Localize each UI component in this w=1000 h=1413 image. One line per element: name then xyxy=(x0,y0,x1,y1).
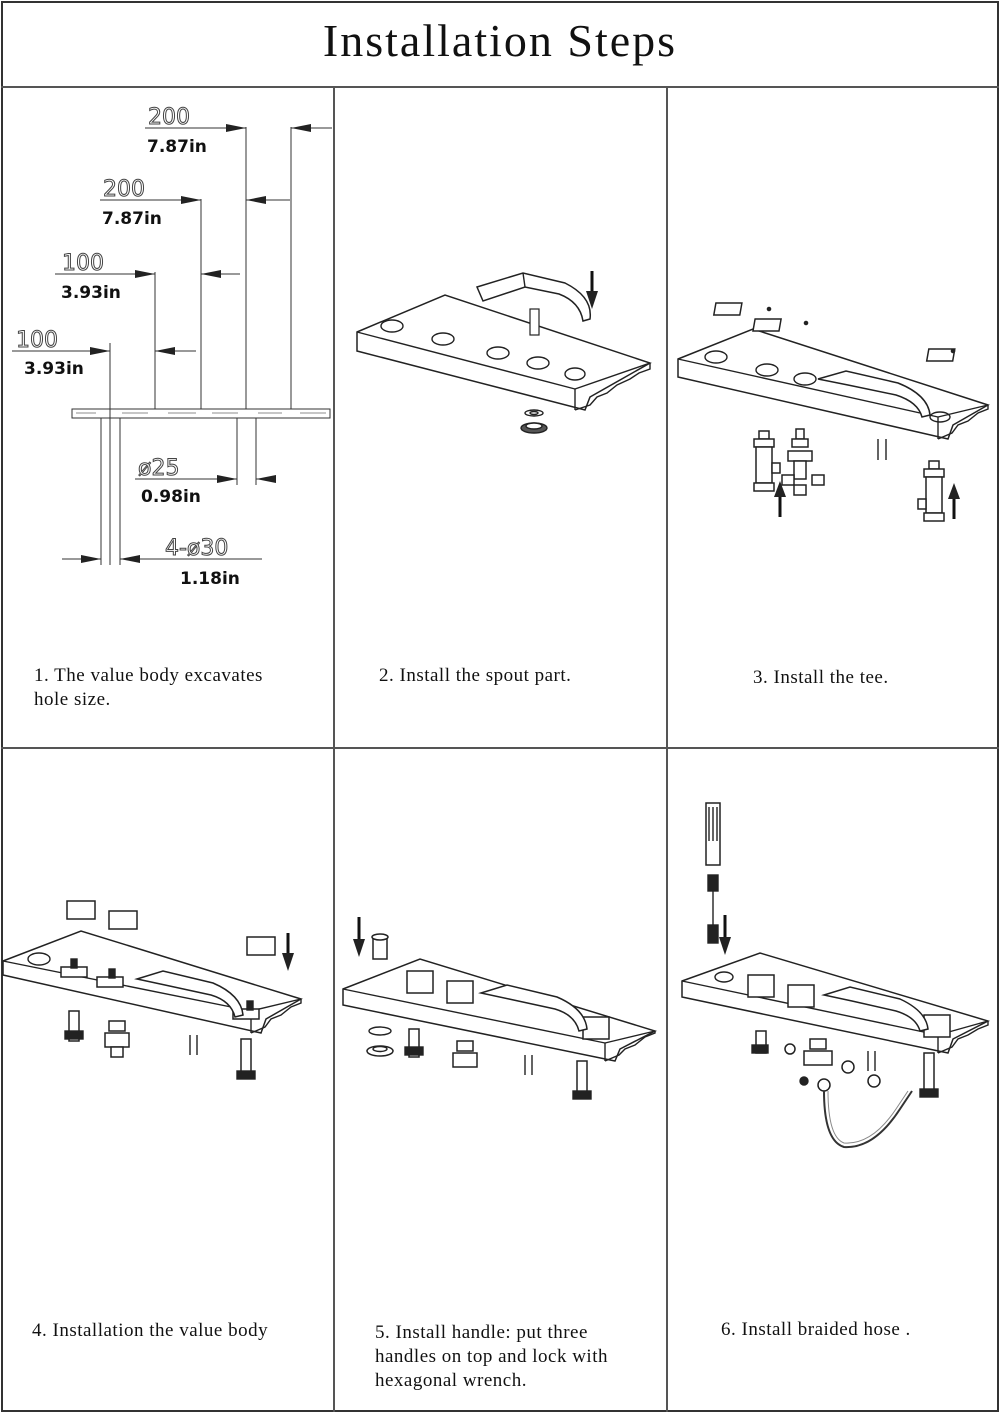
handle-install-drawing xyxy=(342,917,657,1100)
dim-2-in: 7.87in xyxy=(102,209,162,229)
row-divider xyxy=(1,747,999,749)
column-divider-1 xyxy=(333,87,335,1412)
spout-install-drawing xyxy=(356,271,652,434)
step-5-caption: 5. Install handle: put three handles on … xyxy=(375,1322,608,1391)
step-4-caption: 4. Installation the value body xyxy=(32,1320,269,1341)
dim-6-mm: 4-ø30 xyxy=(165,536,228,561)
step-1-caption: 1. The value body excavates hole size. xyxy=(34,665,263,710)
dim-2-mm: 200 xyxy=(103,177,145,202)
dim-3-mm: 100 xyxy=(62,251,104,276)
step-6-caption: 6. Install braided hose . xyxy=(721,1319,911,1340)
tee-install-drawing xyxy=(677,302,990,522)
dim-5-mm: ø25 xyxy=(138,456,179,481)
dim-4-in: 3.93in xyxy=(24,359,84,379)
page-title: Installation Steps xyxy=(322,15,678,66)
dim-4-mm: 100 xyxy=(16,328,58,353)
dim-1-in: 7.87in xyxy=(147,137,207,157)
dim-1-mm: 200 xyxy=(148,105,190,130)
title-divider xyxy=(1,86,999,88)
column-divider-2 xyxy=(666,87,668,1412)
hose-install-drawing xyxy=(681,802,991,1149)
dim-5-in: 0.98in xyxy=(141,487,201,507)
valve-body-install-drawing xyxy=(2,900,303,1080)
step-3-caption: 3. Install the tee. xyxy=(753,667,889,688)
step-2-caption: 2. Install the spout part. xyxy=(379,665,572,686)
hole-dimension-drawing: 200 7.87in 200 7.87in 100 3.93in 100 3.9… xyxy=(12,105,332,589)
dim-3-in: 3.93in xyxy=(61,283,121,303)
dim-6-in: 1.18in xyxy=(180,569,240,589)
